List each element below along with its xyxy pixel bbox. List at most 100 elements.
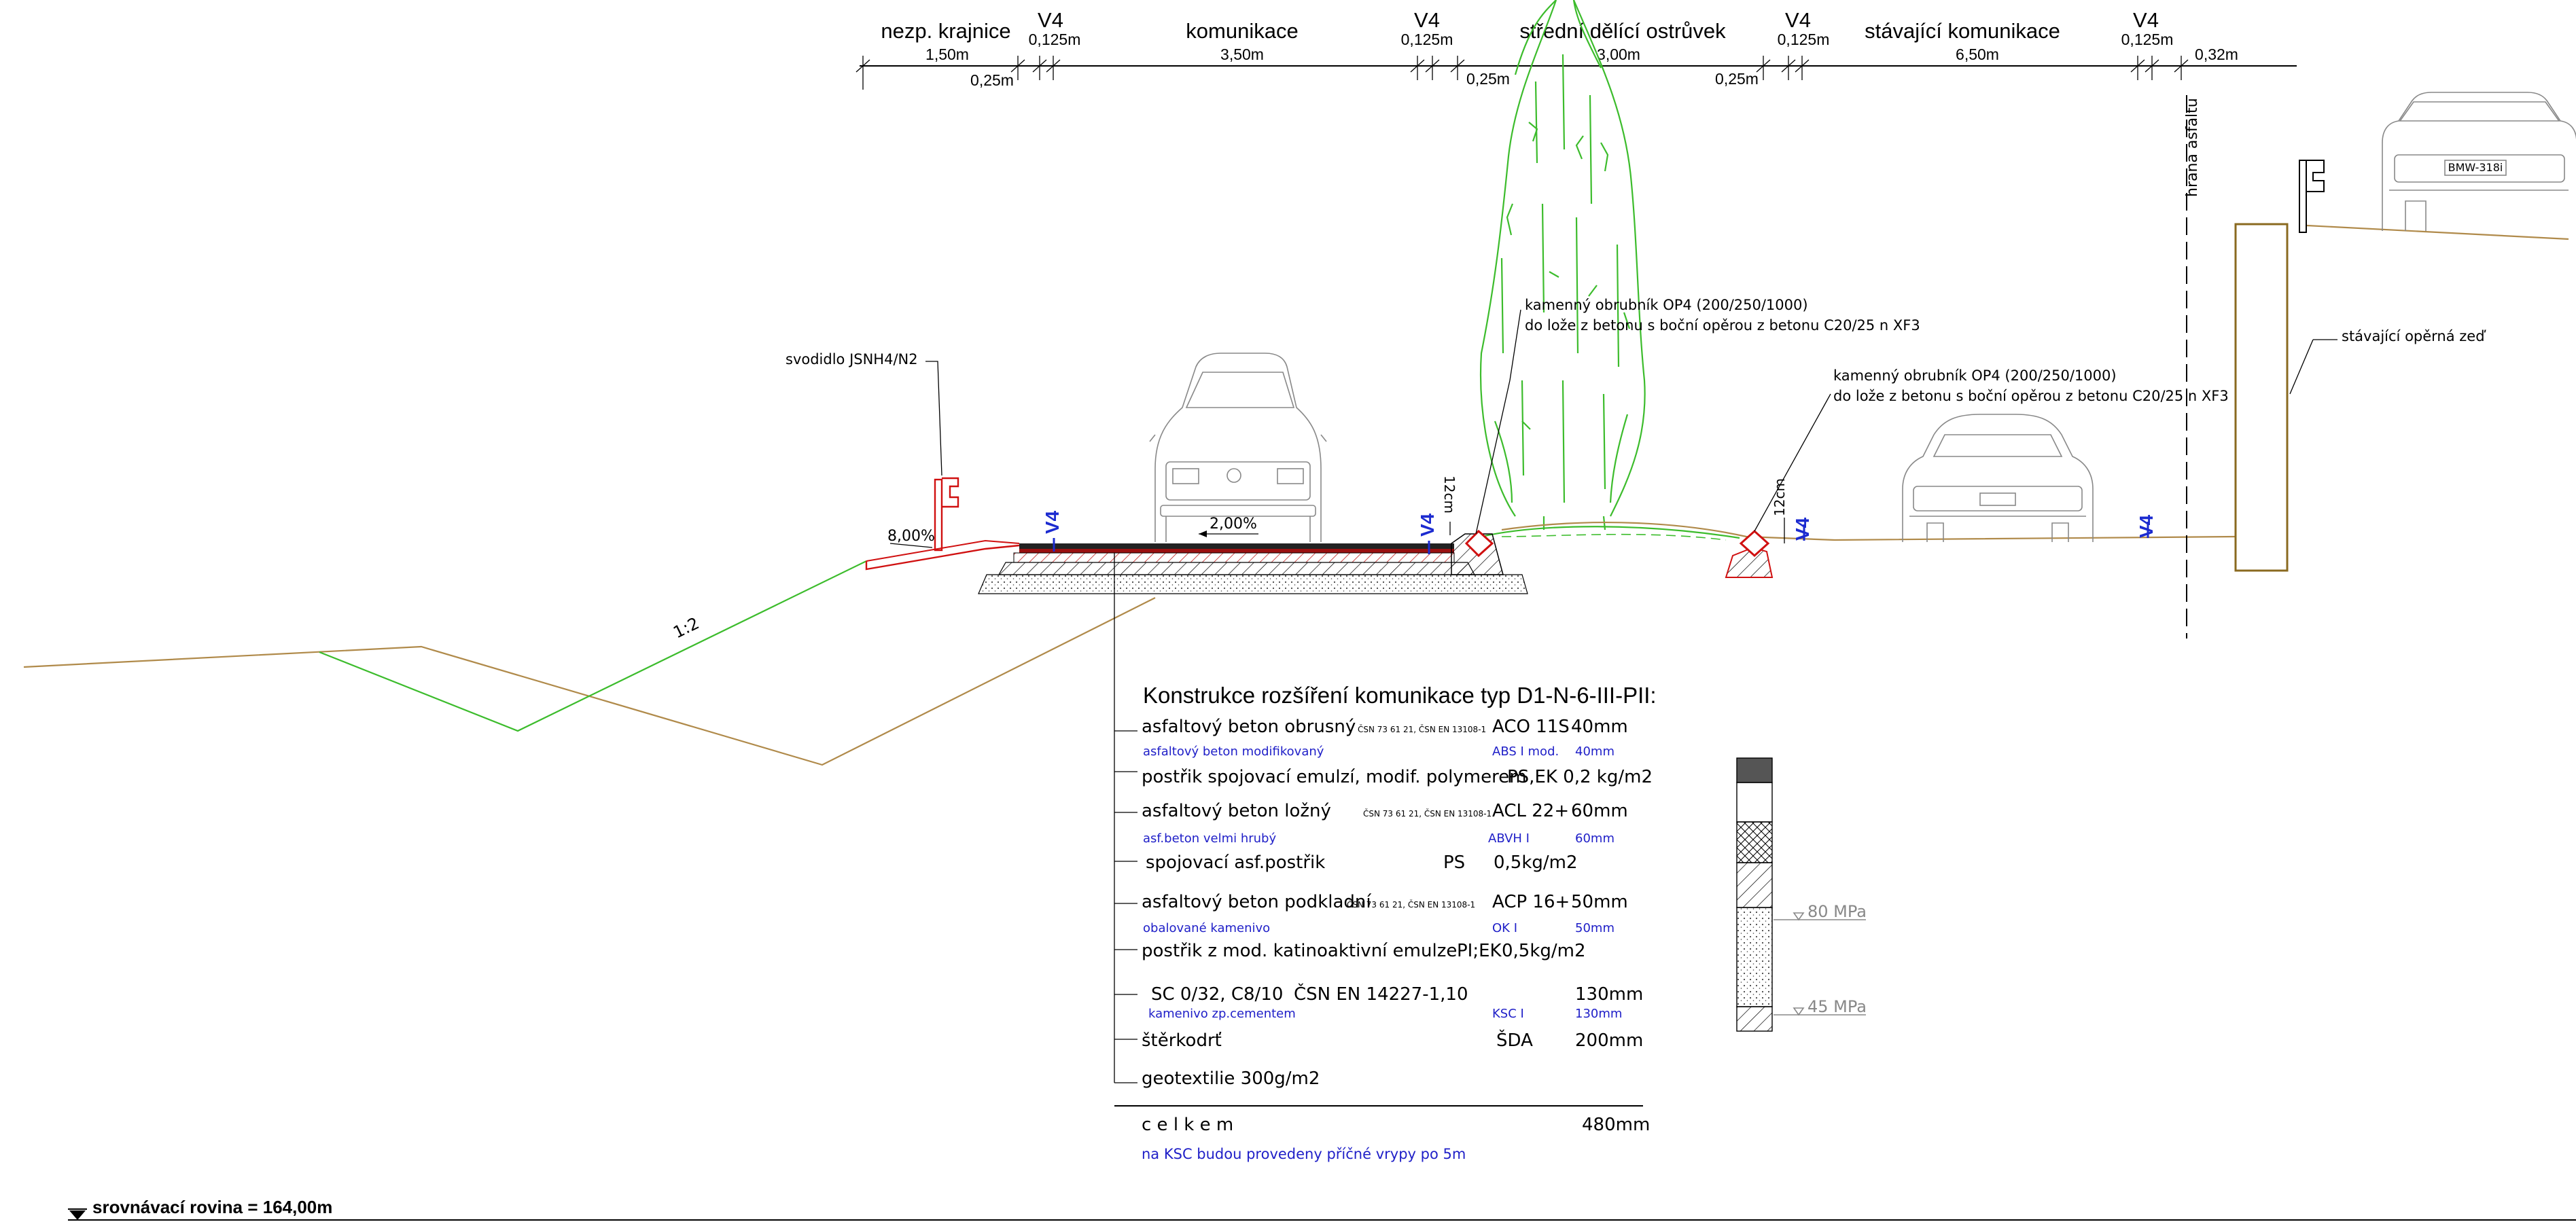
layer-column: 80 MPa 45 MPa (1736, 757, 1867, 1032)
label-obrubnik-2-line1: kamenný obrubník OP4 (200/250/1000) (1833, 367, 2117, 384)
label-curb-height-1: 12cm (1441, 475, 1458, 514)
layer-3-sub-name: asf.beton velmi hrubý (1143, 831, 1276, 846)
section-title-ostruvek: střední dělící ostrůvek (1519, 19, 1726, 43)
layer-2-code: PS,EK 0,2 kg/m2 (1507, 767, 1653, 787)
dim-secondary-4: 0,32m (2195, 46, 2238, 63)
layer-4-thick: 0,5kg/m2 (1494, 852, 1578, 873)
label-operna-zed: stávající opěrná zeď (2342, 328, 2486, 344)
layer-7-sub-thick: 130mm (1575, 1007, 1622, 1021)
label-hrana-asfaltu: hrana asfaltu (2184, 98, 2201, 197)
layer-5-sub-code: OK I (1492, 921, 1517, 935)
datum-label: srovnávací rovina = 164,00m (92, 1197, 332, 1217)
layer-7-thick: 130mm (1575, 984, 1643, 1005)
dim-v4-left: 0,125m (1029, 31, 1081, 48)
layer-7-name: SC 0/32, C8/10 (1151, 984, 1283, 1005)
layer-8-code: ŠDA (1496, 1029, 1533, 1051)
layer-4-code: PS (1443, 852, 1465, 873)
modulus-lower: 45 MPa (1807, 997, 1867, 1016)
dim-v4-mid-left: 0,125m (1401, 31, 1453, 48)
layer-1-code: ACO 11S (1492, 717, 1570, 737)
layer-6-name: postřik z mod. katinoaktivní emulze (1142, 941, 1457, 961)
layer-1-sub-thick: 40mm (1575, 744, 1615, 759)
dim-ostruvek: 3,00m (1597, 46, 1640, 63)
layer-6-thick: 0,5kg/m2 (1502, 941, 1586, 961)
layer-3-name: asfaltový beton ložný (1142, 801, 1331, 821)
car-right-illustration (2382, 92, 2576, 231)
dim-komunikace: 3,50m (1220, 46, 1264, 63)
layer-8-thick: 200mm (1575, 1030, 1643, 1051)
layer-7-sub-code: KSC I (1492, 1007, 1524, 1021)
layer-7-norm: ČSN EN 14227-1,10 (1294, 983, 1468, 1005)
v4-markers: V4 V4 V4 V4 (1042, 510, 2157, 554)
layer-1-norm: ČSN 73 61 21, ČSN EN 13108-1 (1358, 724, 1486, 734)
layer-7-sub-name: kamenivo zp.cementem (1148, 1007, 1296, 1021)
layer-5-sub-name: obalované kamenivo (1143, 921, 1270, 935)
v4-mark-3: V4 (1792, 517, 1813, 541)
label-obrubnik-1-line1: kamenný obrubník OP4 (200/250/1000) (1525, 297, 1808, 313)
retaining-wall (2234, 223, 2337, 572)
label-slope-road: 2,00% (1210, 516, 1257, 533)
layer-9-name: geotextilie 300g/m2 (1142, 1068, 1320, 1089)
construction-note: na KSC budou provedeny příčné vrypy po 5… (1142, 1146, 1466, 1162)
dim-secondary-2: 0,25m (1466, 70, 1510, 88)
dim-stavajici: 6,50m (1956, 46, 1999, 63)
section-title-v4-mid-right: V4 (1785, 8, 1811, 32)
curb-right (1725, 393, 1831, 578)
modulus-upper: 80 MPa (1807, 902, 1867, 921)
layer-3-sub-thick: 60mm (1575, 831, 1615, 846)
construction-title: Konstrukce rozšíření komunikace typ D1-N… (1143, 683, 1657, 708)
layer-5-name: asfaltový beton podkladní (1142, 892, 1371, 912)
dim-secondary-1: 0,25m (970, 71, 1014, 89)
dimension-chain: nezp. krajnice V4 komunikace V4 střední … (855, 8, 2297, 90)
car-middle-illustration (1902, 414, 2094, 542)
dim-krajnice: 1,50m (925, 46, 969, 63)
layer-1-sub-code: ABS I mod. (1492, 744, 1559, 759)
curb-left (1451, 309, 1521, 575)
dim-v4-mid-right: 0,125m (1778, 31, 1830, 48)
label-slope-left: 8,00% (887, 528, 935, 545)
dim-secondary-3: 0,25m (1715, 70, 1759, 88)
pavement-structure (978, 543, 1528, 1083)
car-left-illustration (1149, 353, 1327, 542)
section-title-komunikace: komunikace (1186, 19, 1298, 43)
section-title-stavajici: stávající komunikace (1865, 19, 2060, 43)
label-curb-height-2: 12cm (1771, 478, 1788, 516)
v4-mark-4: V4 (2136, 514, 2157, 538)
layer-6-code: PI;EK (1457, 941, 1502, 961)
datum: srovnávací rovina = 164,00m (68, 1197, 2576, 1221)
tree-illustration (1479, 0, 1646, 531)
layer-3-sub-code: ABVH I (1488, 831, 1530, 846)
total-label: c e l k e m (1142, 1115, 1233, 1135)
label-obrubnik-1-line2: do lože z betonu s boční opěrou z betonu… (1525, 317, 1920, 334)
layer-1-name: asfaltový beton obrusný (1142, 717, 1356, 737)
layer-4-name: spojovací asf.postřik (1146, 852, 1325, 873)
layer-5-thick: 50mm (1571, 892, 1628, 912)
layer-3-norm: ČSN 73 61 21, ČSN EN 13108-1 (1363, 808, 1492, 819)
layer-5-sub-thick: 50mm (1575, 921, 1615, 935)
construction-spec: Konstrukce rozšíření komunikace typ D1-N… (1114, 683, 1657, 1162)
layer-3-thick: 60mm (1571, 801, 1628, 821)
road-left-edge (865, 477, 1020, 571)
layer-3-code: ACL 22+ (1492, 801, 1569, 821)
layer-1-sub-name: asfaltový beton modifikovaný (1143, 744, 1324, 759)
section-title-krajnice: nezp. krajnice (881, 19, 1010, 43)
terrain (23, 224, 2569, 766)
license-plate: BMW-318i (2448, 161, 2503, 174)
v4-mark-1: V4 (1042, 510, 1063, 534)
layer-2-name: postřik spojovací emulzí, modif. polymer… (1142, 767, 1527, 787)
layer-5-code: ACP 16+ (1492, 892, 1570, 912)
layer-8-name: štěrkodrť (1142, 1030, 1222, 1051)
total-value: 480mm (1582, 1115, 1650, 1135)
label-obrubnik-2-line2: do lože z betonu s boční opěrou z betonu… (1833, 388, 2229, 404)
section-title-v4-right: V4 (2133, 8, 2159, 32)
label-svodidlo: svodidlo JSNH4/N2 (786, 351, 918, 367)
label-slope-bank: 1:2 (670, 613, 702, 642)
section-title-v4-mid-left: V4 (1414, 8, 1440, 32)
section-title-v4-left: V4 (1038, 8, 1063, 32)
guardrail-right (2299, 160, 2325, 233)
layer-5-norm: ČSN 73 61 21, ČSN EN 13108-1 (1347, 899, 1475, 910)
dim-v4-right: 0,125m (2121, 31, 2174, 48)
annotations: svodidlo JSNH4/N2 kamenný obrubník OP4 (… (670, 297, 2486, 642)
v4-mark-2: V4 (1417, 513, 1438, 537)
